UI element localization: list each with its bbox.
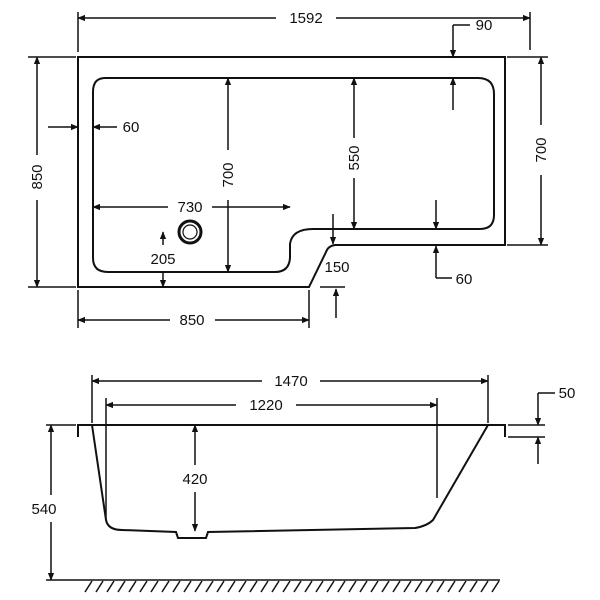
plan-view: 1592 90 60 850 700 550 700 730 (28, 10, 550, 329)
floor-hatch-mark (183, 580, 192, 593)
floor-hatch-mark (491, 580, 500, 593)
side-body-profile (91, 424, 489, 539)
floor-hatch-mark (282, 580, 291, 593)
label-60-bottom: 60 (456, 271, 473, 288)
side-rim-top (77, 424, 506, 437)
label-850-bottom: 850 (179, 312, 204, 329)
label-1592: 1592 (289, 10, 322, 27)
plan-inner-basin (92, 77, 495, 273)
floor-hatch-mark (480, 580, 489, 593)
floor-hatch-mark (348, 580, 357, 593)
waste-outlet-inner (182, 224, 198, 240)
floor-hatch-mark (359, 580, 368, 593)
waste-outlet (177, 219, 203, 245)
floor-hatch-mark (271, 580, 280, 593)
floor-hatch-mark (381, 580, 390, 593)
label-730: 730 (177, 199, 202, 216)
label-540: 540 (31, 501, 56, 518)
floor-hatch-mark (227, 580, 236, 593)
floor-hatching (84, 580, 500, 593)
label-1220: 1220 (249, 397, 282, 414)
label-420: 420 (182, 471, 207, 488)
floor-hatch-mark (95, 580, 104, 593)
label-850-left: 850 (29, 164, 46, 189)
floor-hatch-mark (469, 580, 478, 593)
floor-hatch-mark (436, 580, 445, 593)
label-60-left: 60 (123, 119, 140, 136)
floor-hatch-mark (216, 580, 225, 593)
floor-hatch-mark (161, 580, 170, 593)
floor-hatch-mark (403, 580, 412, 593)
floor-hatch-mark (150, 580, 159, 593)
floor-hatch-mark (326, 580, 335, 593)
floor-hatch-mark (447, 580, 456, 593)
floor-hatch-mark (370, 580, 379, 593)
label-50: 50 (559, 385, 576, 402)
label-205: 205 (150, 251, 175, 268)
floor-hatch-mark (304, 580, 313, 593)
floor-hatch-mark (172, 580, 181, 593)
floor-hatch-mark (315, 580, 324, 593)
floor-hatch-mark (128, 580, 137, 593)
floor-hatch-mark (458, 580, 467, 593)
floor-hatch-mark (205, 580, 214, 593)
floor-hatch-mark (337, 580, 346, 593)
floor-hatch-mark (392, 580, 401, 593)
floor-hatch-mark (106, 580, 115, 593)
floor-hatch-mark (238, 580, 247, 593)
floor-hatch-mark (293, 580, 302, 593)
label-700-right: 700 (533, 137, 550, 162)
label-550: 550 (346, 145, 363, 170)
label-700-inner: 700 (220, 162, 237, 187)
floor-hatch-mark (117, 580, 126, 593)
plan-outer-outline (77, 56, 506, 288)
label-150: 150 (324, 259, 349, 276)
floor-hatch-mark (84, 580, 93, 593)
label-1470: 1470 (274, 373, 307, 390)
label-90: 90 (476, 17, 493, 34)
floor-hatch-mark (249, 580, 258, 593)
floor-hatch-mark (425, 580, 434, 593)
floor-hatch-mark (194, 580, 203, 593)
floor-hatch-mark (260, 580, 269, 593)
floor-hatch-mark (414, 580, 423, 593)
floor-hatch-mark (139, 580, 148, 593)
side-view: 1470 1220 50 420 540 (31, 373, 576, 593)
